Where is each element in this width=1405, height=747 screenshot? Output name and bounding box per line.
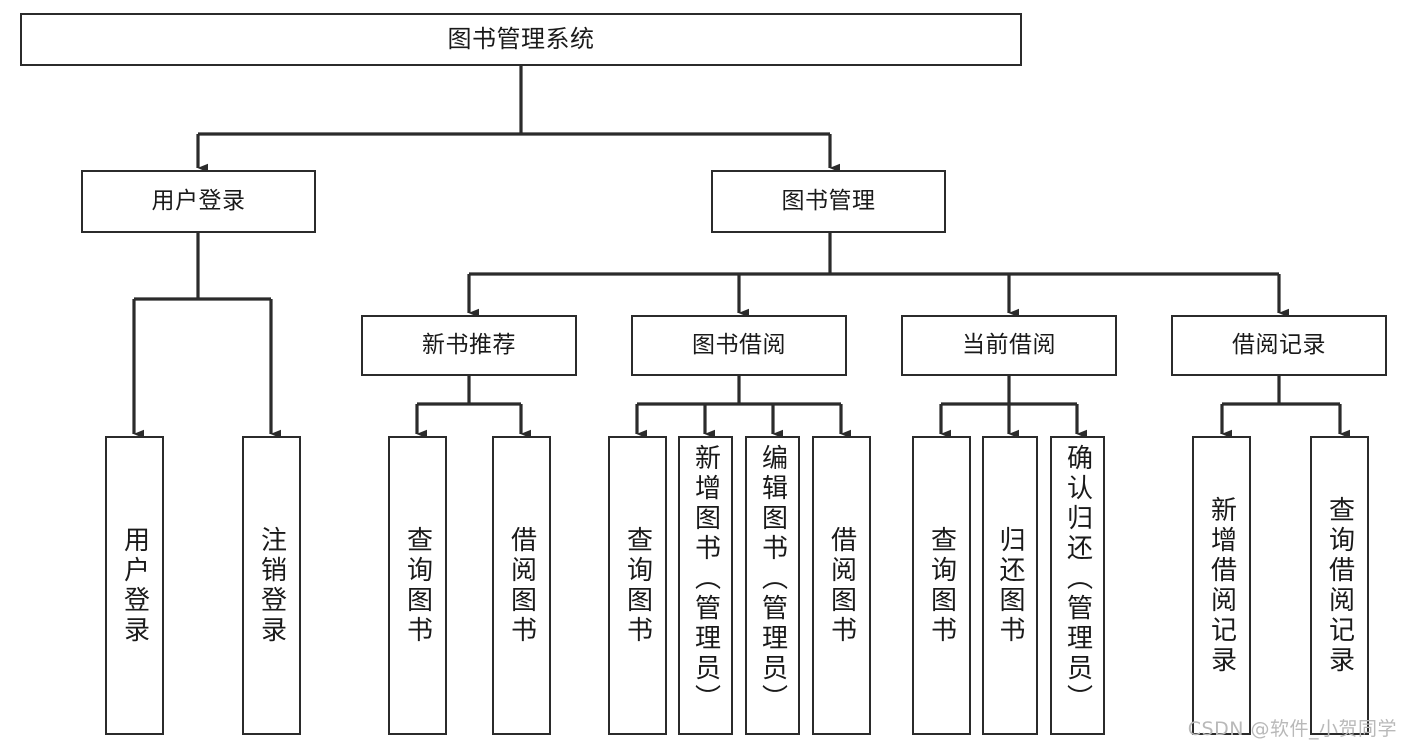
leaf-return-book[interactable]: 归还图书 (982, 436, 1038, 735)
leaf-query-book-borrow[interactable]: 查询图书 (608, 436, 667, 735)
node-label: 图书管理系统 (447, 24, 595, 53)
node-label: 查询图书 (402, 525, 433, 646)
leaf-add-book-admin[interactable]: 新增图书（管理员） (678, 436, 733, 735)
node-label: 新增借阅记录 (1206, 495, 1237, 676)
node-label: 注销登录 (256, 525, 287, 646)
node-label: 用户登录 (119, 525, 150, 646)
node-book-management[interactable]: 图书管理 (711, 170, 946, 233)
leaf-add-borrow-record[interactable]: 新增借阅记录 (1192, 436, 1251, 735)
node-label: 新书推荐 (422, 332, 516, 359)
node-label: 查询图书 (926, 525, 957, 646)
node-user-login[interactable]: 用户登录 (81, 170, 316, 233)
node-label: 借阅图书 (826, 525, 857, 646)
node-label: 图书管理 (781, 188, 876, 215)
leaf-query-borrow-record[interactable]: 查询借阅记录 (1310, 436, 1369, 735)
node-current-borrow[interactable]: 当前借阅 (901, 315, 1117, 376)
node-book-borrow[interactable]: 图书借阅 (631, 315, 847, 376)
leaf-borrow-book-recommend[interactable]: 借阅图书 (492, 436, 551, 735)
leaf-logout-login[interactable]: 注销登录 (242, 436, 301, 735)
node-label: 新增图书（管理员） (690, 444, 721, 714)
node-label: 编辑图书（管理员） (757, 444, 788, 714)
node-new-book-recommend[interactable]: 新书推荐 (361, 315, 577, 376)
node-label: 当前借阅 (962, 332, 1056, 359)
node-label: 查询图书 (622, 525, 653, 646)
node-label: 借阅图书 (506, 525, 537, 646)
leaf-query-book-current[interactable]: 查询图书 (912, 436, 971, 735)
node-root-book-management-system[interactable]: 图书管理系统 (20, 13, 1022, 66)
node-label: 查询借阅记录 (1324, 495, 1355, 676)
node-label: 归还图书 (995, 525, 1025, 646)
node-borrow-record[interactable]: 借阅记录 (1171, 315, 1387, 376)
node-label: 确认归还（管理员） (1062, 444, 1093, 714)
leaf-edit-book-admin[interactable]: 编辑图书（管理员） (745, 436, 800, 735)
leaf-confirm-return-admin[interactable]: 确认归还（管理员） (1050, 436, 1105, 735)
leaf-query-book-recommend[interactable]: 查询图书 (388, 436, 447, 735)
node-label: 图书借阅 (692, 332, 786, 359)
csdn-watermark: CSDN @软件_小贺同学 (1187, 718, 1397, 740)
leaf-borrow-book-borrow[interactable]: 借阅图书 (812, 436, 871, 735)
leaf-user-login[interactable]: 用户登录 (105, 436, 164, 735)
node-label: 用户登录 (151, 188, 246, 215)
node-label: 借阅记录 (1232, 332, 1326, 359)
